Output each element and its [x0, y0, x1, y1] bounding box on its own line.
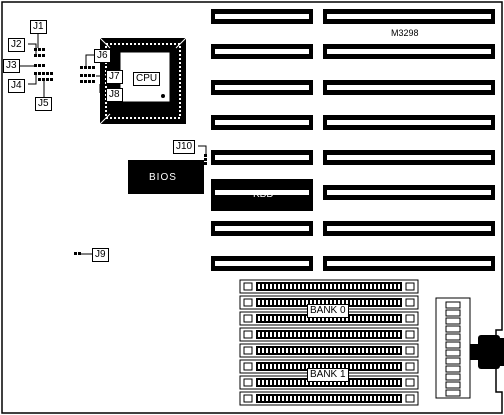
simm-socket — [239, 311, 419, 326]
jumper-j6 — [80, 66, 95, 69]
isa-slot — [211, 115, 313, 130]
jumper-j10 — [204, 154, 207, 165]
isa-slot — [211, 150, 313, 165]
isa-slot — [211, 44, 313, 59]
jumper-label-j5: J5 — [35, 97, 52, 111]
isa-slot — [323, 256, 495, 271]
isa-slot — [323, 221, 495, 236]
jumper-blocks — [34, 48, 207, 255]
isa-slot — [323, 44, 495, 59]
jumper-j5 — [38, 78, 53, 81]
jumper-j4 — [34, 72, 53, 75]
simm-socket — [239, 391, 419, 406]
cpu-pin1-dot — [161, 94, 165, 98]
bios-chip — [128, 160, 204, 194]
keyboard-connector — [478, 335, 500, 369]
bank1-label: BANK 1 — [307, 368, 349, 382]
jumper-label-j3: J3 — [3, 59, 20, 73]
jumper-label-j10: J10 — [173, 140, 196, 154]
isa-slot — [323, 115, 495, 130]
leader-lines — [20, 32, 207, 255]
kbd-label: KBD — [253, 189, 274, 200]
jumper-j3 — [34, 64, 45, 67]
simm-socket — [239, 375, 419, 390]
isa-slot — [211, 9, 313, 24]
jumper-j9 — [74, 252, 81, 255]
isa-slot — [211, 256, 313, 271]
simm-socket — [239, 343, 419, 358]
isa-slot — [323, 80, 495, 95]
keyboard-connector-housing — [470, 344, 478, 360]
power-connector-pins — [445, 301, 461, 397]
cpu-label: CPU — [133, 72, 161, 86]
isa-slot — [323, 185, 495, 200]
isa-slots — [211, 9, 495, 271]
board-model-label: M3298 — [391, 28, 419, 38]
jumper-label-j6: J6 — [94, 49, 111, 63]
isa-slot — [323, 150, 495, 165]
jumper-label-j1: J1 — [30, 20, 47, 34]
isa-slot — [211, 221, 313, 236]
jumper-j8 — [80, 80, 95, 83]
bank0-label: BANK 0 — [307, 304, 349, 318]
jumper-label-j2: J2 — [8, 38, 25, 52]
bios-label: BIOS — [149, 172, 177, 183]
cpu-socket-corners — [99, 37, 187, 125]
jumper-label-j8: J8 — [106, 88, 123, 102]
jumper-j2 — [34, 54, 45, 57]
jumper-label-j4: J4 — [8, 79, 25, 93]
cpu-socket-pins — [105, 43, 181, 119]
simm-sockets — [239, 279, 419, 406]
jumper-label-j9: J9 — [92, 248, 109, 262]
simm-socket — [239, 279, 419, 294]
isa-slot — [211, 80, 313, 95]
isa-slot — [323, 9, 495, 24]
isa-slot — [211, 185, 313, 200]
jumper-j7 — [80, 74, 95, 77]
simm-socket — [239, 327, 419, 342]
jumper-label-j7: J7 — [106, 70, 123, 84]
keyboard-connector-rim — [500, 338, 504, 366]
simm-socket — [239, 295, 419, 310]
